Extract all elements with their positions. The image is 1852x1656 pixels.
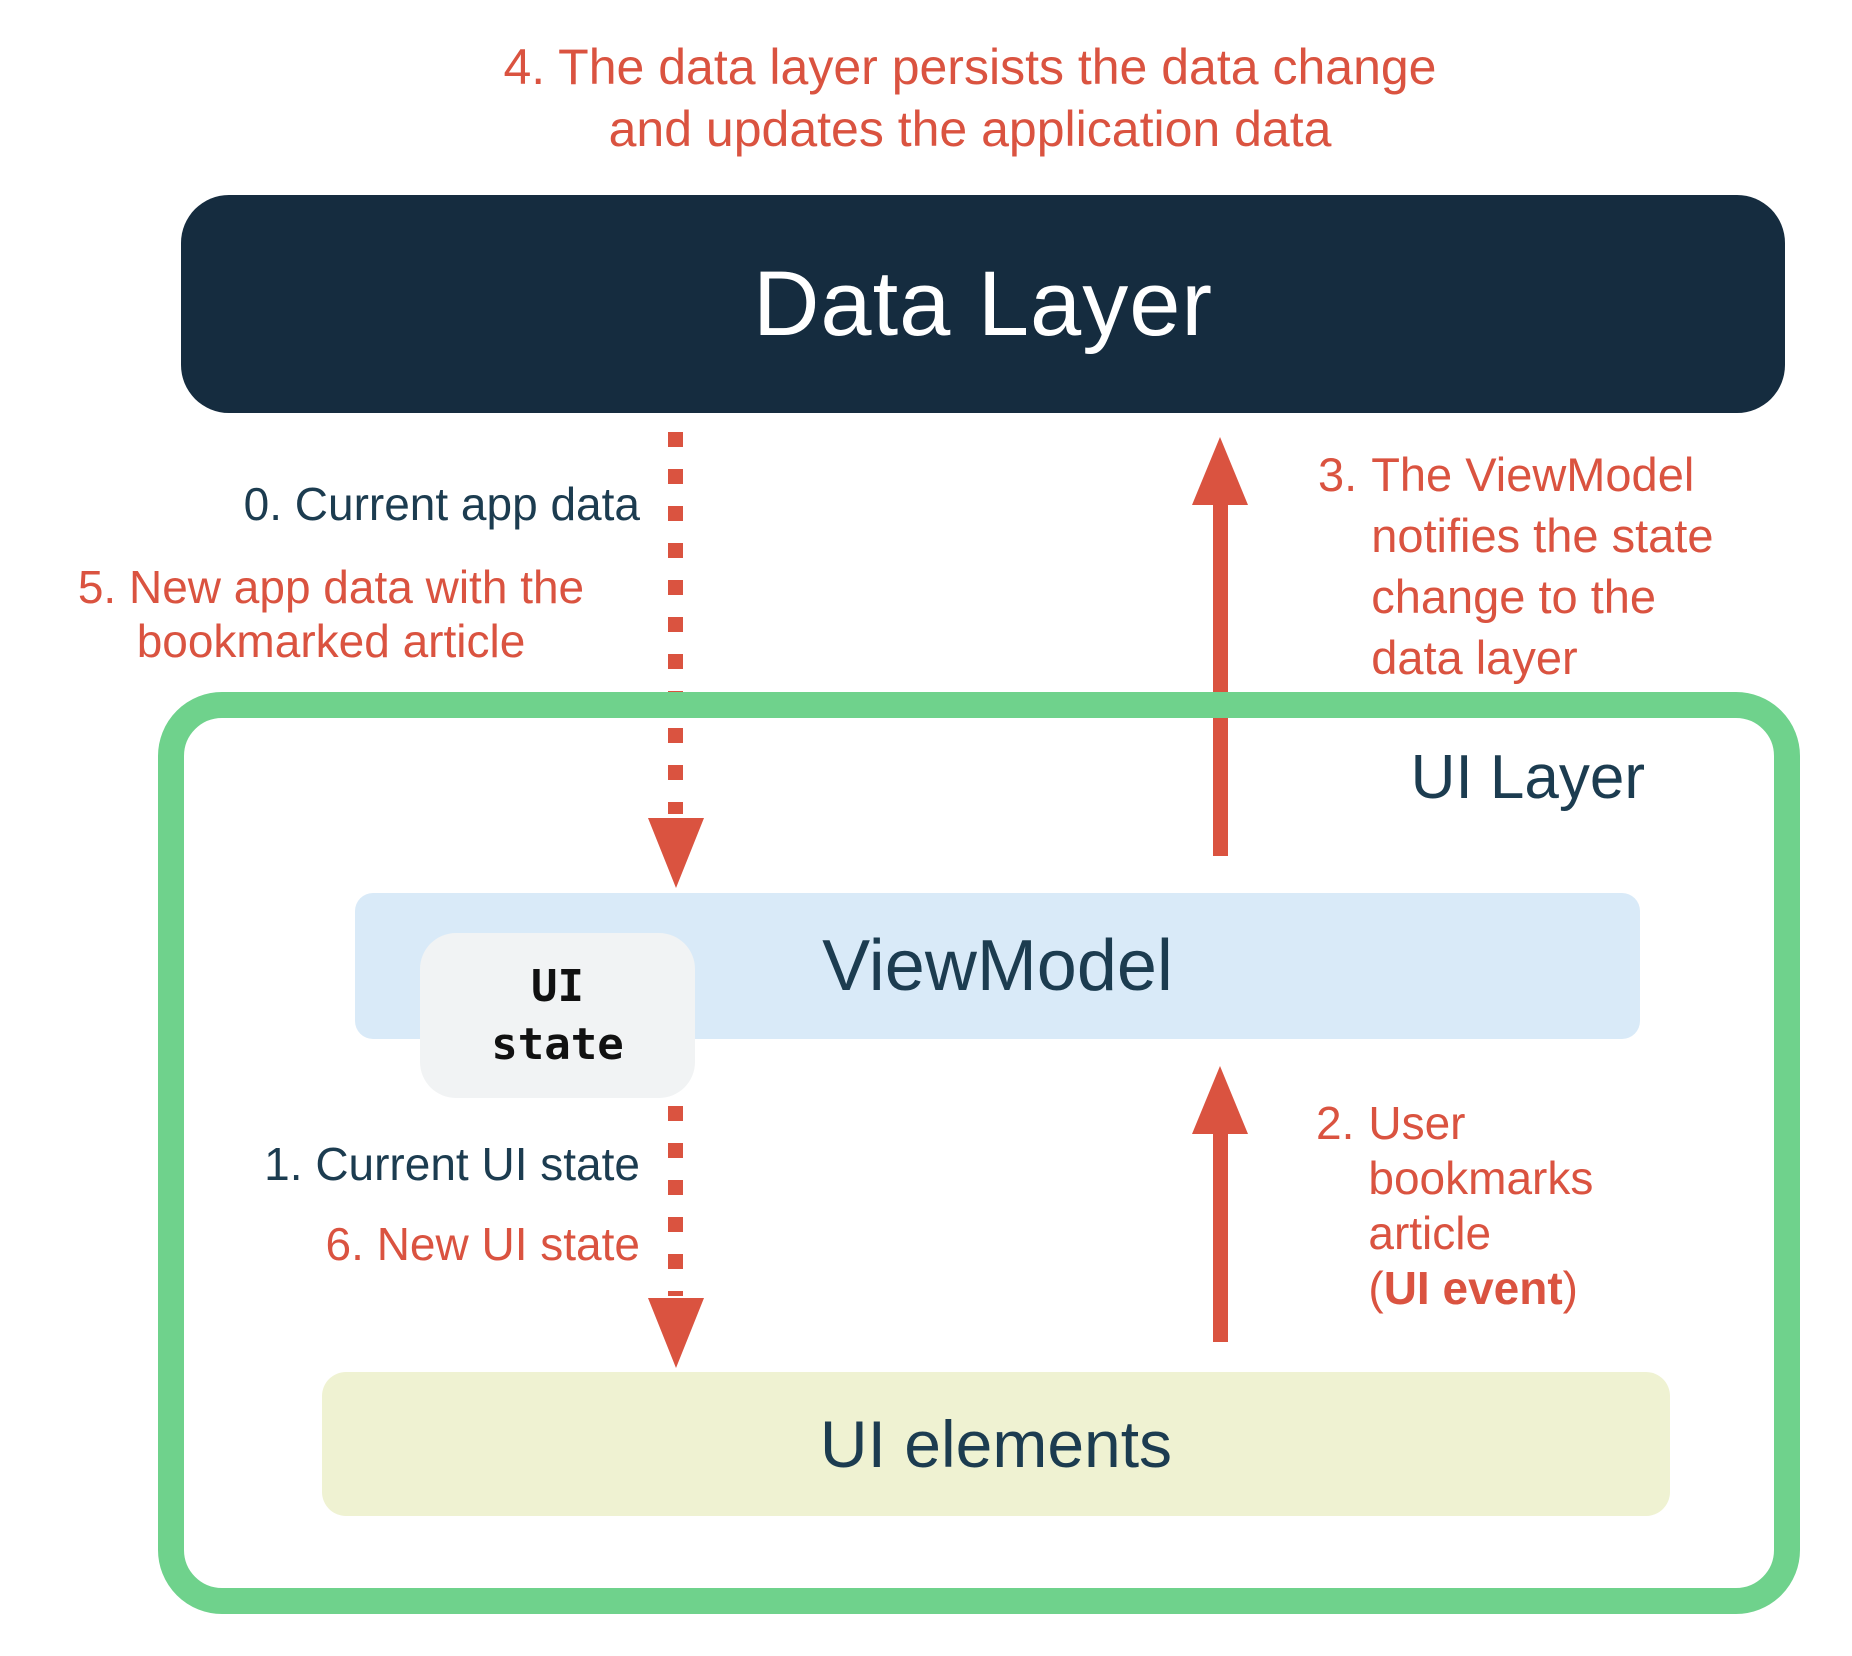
solid-arrow-up-right-shaft bbox=[1213, 503, 1228, 856]
step4-line2: and updates the application data bbox=[608, 101, 1332, 157]
step3-line2: notifies the state bbox=[1371, 509, 1714, 562]
ui-elements-box: UI elements bbox=[322, 1372, 1670, 1516]
data-layer-label: Data Layer bbox=[752, 252, 1214, 355]
step5-line1: 5. New app data with the bbox=[77, 561, 585, 613]
solid-arrow-up-left-head-icon bbox=[1192, 1066, 1248, 1134]
step0-annotation: 0. Current app data bbox=[243, 478, 640, 530]
step3-annotation: 3. The ViewModel notifies the state chan… bbox=[1318, 444, 1713, 688]
step5-annotation: 5. New app data with the bookmarked arti… bbox=[20, 560, 642, 668]
step1-annotation: 1. Current UI state bbox=[264, 1138, 640, 1190]
step2-ui-event: UI event bbox=[1383, 1262, 1563, 1314]
step4-annotation: 4. The data layer persists the data chan… bbox=[350, 36, 1590, 160]
step2-paren-open: ( bbox=[1368, 1262, 1384, 1314]
solid-arrow-up-right-head-icon bbox=[1192, 437, 1248, 505]
step2-line1: User bbox=[1368, 1097, 1466, 1149]
step3-line3: change to the bbox=[1371, 570, 1657, 623]
step2-line4: (UI event) bbox=[1368, 1261, 1593, 1316]
step2-line3: article bbox=[1368, 1207, 1492, 1259]
ui-state-line2: state bbox=[491, 1018, 624, 1070]
data-layer-box: Data Layer bbox=[181, 195, 1785, 413]
step3-number: 3. bbox=[1318, 448, 1358, 501]
step2-paren-close: ) bbox=[1562, 1262, 1578, 1314]
dashed-arrow-down-lower bbox=[668, 1106, 683, 1296]
step5-line2: bookmarked article bbox=[136, 615, 526, 667]
dashed-arrow-down-upper-head-icon bbox=[648, 818, 704, 888]
ui-layer-label: UI Layer bbox=[1410, 743, 1645, 812]
ui-elements-label: UI elements bbox=[819, 1407, 1173, 1481]
step3-line1: The ViewModel bbox=[1371, 448, 1695, 501]
solid-arrow-up-left-shaft bbox=[1213, 1128, 1228, 1342]
step2-number: 2. bbox=[1316, 1097, 1355, 1149]
dashed-arrow-down-upper bbox=[668, 432, 683, 814]
step3-line4: data layer bbox=[1371, 631, 1578, 684]
step6-annotation: 6. New UI state bbox=[325, 1218, 640, 1270]
ui-state-chip: UI state bbox=[420, 933, 695, 1098]
step2-annotation: 2. User bookmarks article (UI event) bbox=[1316, 1096, 1593, 1316]
step2-line2: bookmarks bbox=[1368, 1152, 1594, 1204]
ui-state-line1: UI bbox=[531, 960, 584, 1012]
dashed-arrow-down-lower-head-icon bbox=[648, 1298, 704, 1368]
step4-line1: 4. The data layer persists the data chan… bbox=[503, 39, 1437, 95]
viewmodel-label: ViewModel bbox=[822, 926, 1173, 1006]
ui-layer-box bbox=[158, 692, 1800, 1614]
